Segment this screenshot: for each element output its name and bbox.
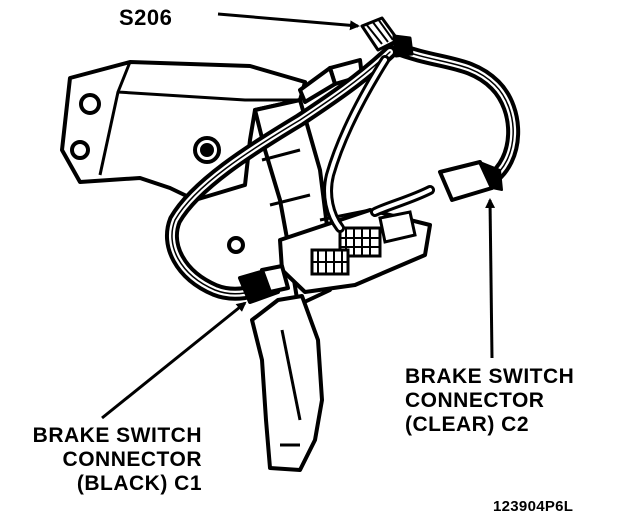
- wiring-harness: [164, 41, 521, 301]
- label-s206: S206: [119, 5, 173, 30]
- label-c1-line-1: BRAKE SWITCH: [32, 424, 202, 447]
- label-brake-switch-connector-c2: BRAKE SWITCH CONNECTOR (CLEAR) C2: [405, 365, 574, 437]
- mounting-bracket: [60, 58, 364, 202]
- leader-arrows: [101, 12, 496, 420]
- switch-connector-terminals: [310, 210, 417, 276]
- label-c1-line-3: (BLACK) C1: [76, 472, 202, 495]
- label-brake-switch-connector-c1: BRAKE SWITCH CONNECTOR (BLACK) C1: [8, 424, 202, 496]
- c1-leader-arrow: [101, 301, 247, 420]
- label-c2-line-2: CONNECTOR: [405, 389, 545, 412]
- figure-code: 123904P6L: [493, 498, 574, 515]
- label-c2-line-1: BRAKE SWITCH: [405, 365, 575, 388]
- label-c2-line-3: (CLEAR) C2: [405, 413, 529, 436]
- brake-pedal-arm: [250, 98, 332, 472]
- connector-c2-clear: [438, 160, 503, 202]
- label-c1-line-2: CONNECTOR: [62, 448, 202, 471]
- connector-c1-black: [238, 264, 290, 304]
- s206-splice: [360, 16, 414, 58]
- s206-leader-arrow: [217, 12, 360, 31]
- c2-leader-arrow: [485, 198, 496, 359]
